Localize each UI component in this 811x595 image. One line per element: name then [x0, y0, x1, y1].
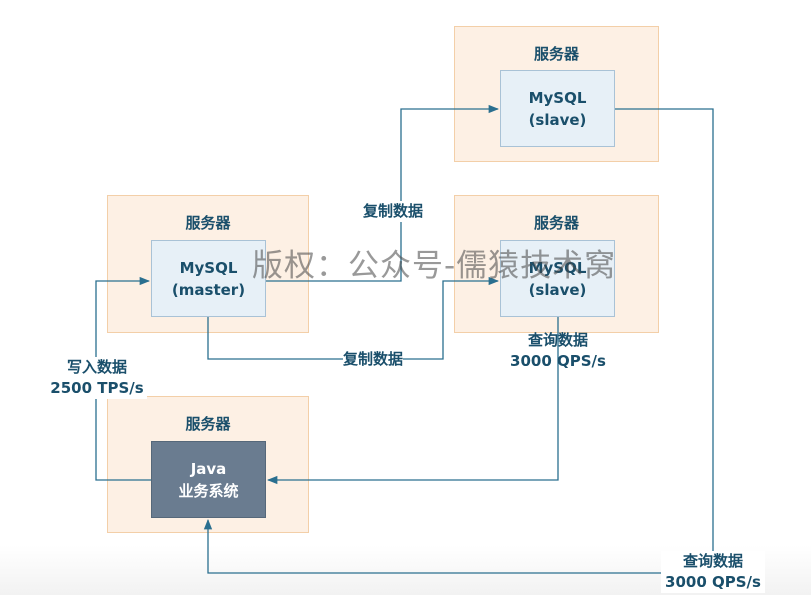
mysql-slave-top: MySQL (slave) — [500, 70, 615, 147]
watermark: 版权：公众号-儒猿技术窝 — [252, 248, 617, 284]
db-name: MySQL — [179, 258, 238, 277]
arrow-replicate-to-top-slave — [266, 104, 500, 282]
label-query-middle: 查询数据 3000 QPS/s — [506, 330, 610, 372]
label-text: 复制数据 — [343, 350, 404, 368]
label-rate: 3000 QPS/s — [665, 573, 761, 591]
arrow-replicate-to-middle-slave — [207, 276, 500, 360]
app-role: 业务系统 — [178, 481, 239, 500]
label-query-bottom: 查询数据 3000 QPS/s — [661, 551, 765, 593]
db-role: (slave) — [528, 280, 587, 299]
server-title: 服务器 — [185, 415, 231, 433]
mysql-slave-middle: MySQL (slave) — [500, 240, 615, 317]
arrow-query-middle-slave — [266, 317, 559, 485]
java-business-system: Java 业务系统 — [151, 441, 266, 518]
label-write: 写入数据 2500 TPS/s — [47, 357, 147, 399]
server-title: 服务器 — [185, 214, 231, 232]
label-rate: 3000 QPS/s — [510, 352, 606, 370]
server-title: 服务器 — [533, 45, 579, 63]
label-rate: 2500 TPS/s — [50, 379, 144, 397]
app-name: Java — [190, 459, 227, 478]
db-role: (master) — [171, 280, 246, 299]
db-name: MySQL — [528, 258, 587, 277]
arrow-query-top-slave — [203, 108, 714, 574]
label-replicate-bottom: 复制数据 — [343, 349, 404, 370]
label-text: 复制数据 — [363, 202, 424, 220]
label-replicate-top: 复制数据 — [363, 201, 424, 222]
label-text: 查询数据 — [682, 552, 743, 570]
server-title: 服务器 — [533, 214, 579, 232]
db-name: MySQL — [528, 88, 587, 107]
label-text: 查询数据 — [527, 331, 588, 349]
mysql-master: MySQL (master) — [151, 240, 266, 317]
label-text: 写入数据 — [66, 358, 127, 376]
db-role: (slave) — [528, 110, 587, 129]
